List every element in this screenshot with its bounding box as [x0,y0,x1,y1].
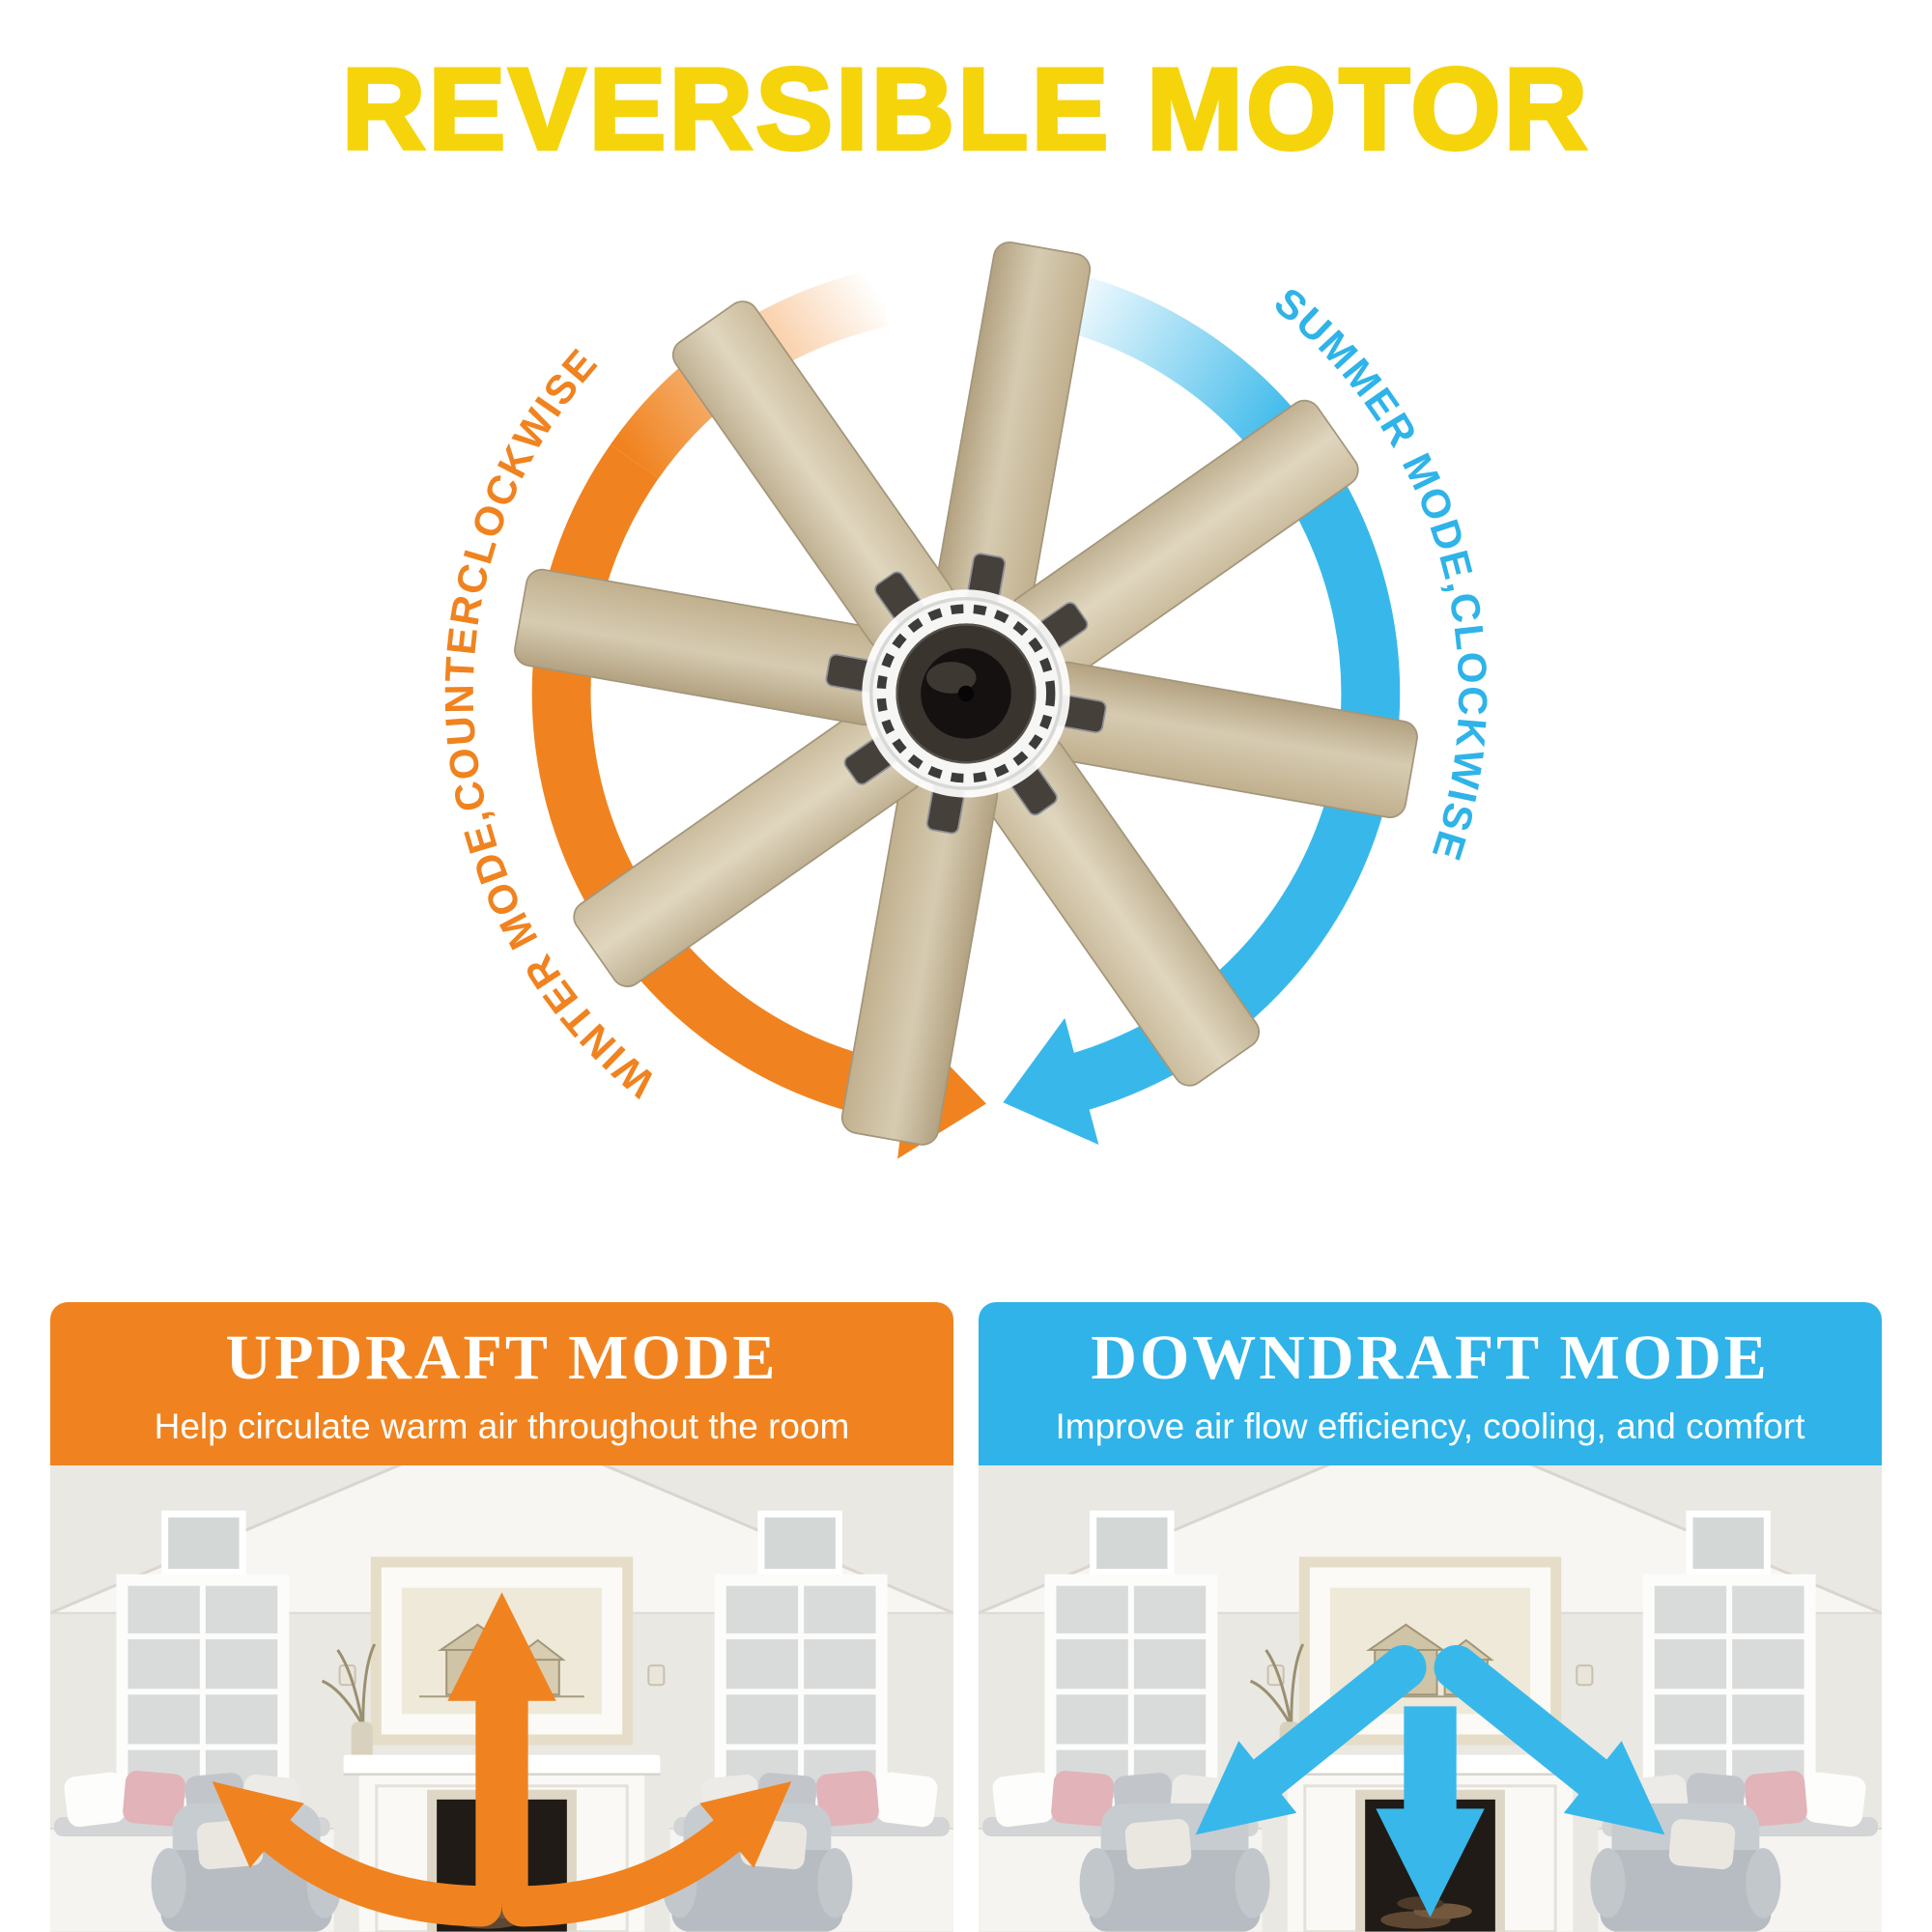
fan-diagram: WINTER MODE,COUNTERCLOCKWISE SUMMER MODE… [401,162,1531,1293]
downdraft-panel: DOWNDRAFT MODE Improve air flow efficien… [979,1302,1882,1932]
updraft-header: UPDRAFT MODE Help circulate warm air thr… [50,1302,953,1466]
page-title: REVERSIBLE MOTOR [340,43,1591,176]
led-ring-icon [876,604,1056,783]
downdraft-header: DOWNDRAFT MODE Improve air flow efficien… [979,1302,1882,1466]
mode-panels: UPDRAFT MODE Help circulate warm air thr… [50,1302,1882,1932]
updraft-subtitle: Help circulate warm air throughout the r… [154,1406,850,1446]
downdraft-title: DOWNDRAFT MODE [1091,1321,1770,1393]
downdraft-subtitle: Improve air flow efficiency, cooling, an… [1055,1406,1805,1446]
living-room-photo [979,1465,1882,1932]
updraft-panel: UPDRAFT MODE Help circulate warm air thr… [50,1302,953,1932]
fan-hub [862,589,1070,798]
updraft-photo [50,1465,953,1932]
updraft-room-illustration [50,1465,953,1932]
ceiling-fan-illustration: WINTER MODE,COUNTERCLOCKWISE SUMMER MODE… [437,239,1494,1159]
downdraft-photo [979,1465,1882,1932]
updraft-title: UPDRAFT MODE [225,1321,779,1393]
summer-arrowhead-icon [1003,1017,1099,1145]
downdraft-room-illustration [979,1465,1882,1932]
